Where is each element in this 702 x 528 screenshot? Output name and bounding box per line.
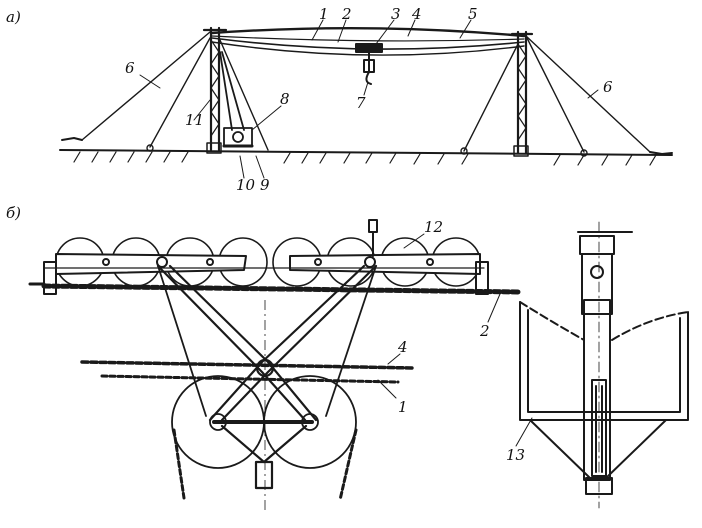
callout-6-left: 6	[125, 59, 135, 77]
callout-1: 1	[319, 5, 329, 23]
figure-a-label: а)	[6, 8, 21, 26]
figure-b-label: б)	[6, 204, 21, 222]
right-tower	[510, 30, 534, 157]
callout-5: 5	[468, 5, 478, 23]
callout-4: 4	[411, 5, 422, 23]
winch	[219, 51, 254, 148]
callout-2-b: 2	[479, 322, 490, 340]
callout-12: 12	[424, 218, 443, 236]
callout-2: 2	[341, 5, 352, 23]
x-frame	[156, 264, 378, 490]
side-view	[519, 221, 689, 509]
rocker-beams	[28, 219, 489, 295]
callout-8: 8	[280, 90, 290, 108]
callout-10: 10	[236, 176, 256, 194]
upper-rope	[41, 283, 523, 295]
leaders-b	[377, 233, 533, 447]
callout-7: 7	[356, 94, 366, 112]
callout-11: 11	[185, 111, 204, 129]
callout-1-b: 1	[398, 398, 408, 416]
callout-9: 9	[260, 176, 270, 194]
left-tower	[202, 26, 228, 154]
lower-pulleys	[171, 375, 357, 469]
mid-ropes	[80, 360, 416, 502]
trolley-hook	[355, 43, 383, 85]
callout-6-right: 6	[603, 78, 613, 96]
figure-a: а)	[6, 5, 673, 194]
callout-13: 13	[506, 446, 525, 464]
leaders-a	[139, 19, 599, 179]
callout-4-b: 4	[397, 338, 408, 356]
figure-b: б)	[6, 204, 689, 514]
callout-3: 3	[391, 5, 401, 23]
guy-ropes	[61, 31, 673, 157]
ground-a	[59, 149, 673, 166]
